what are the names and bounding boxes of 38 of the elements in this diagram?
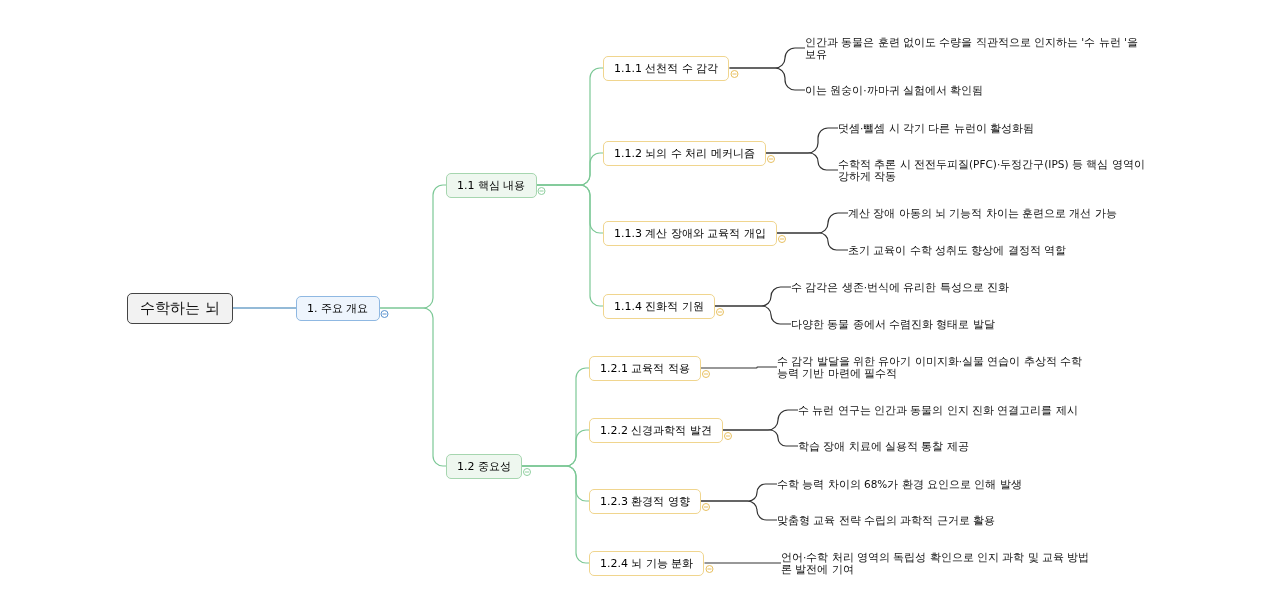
subtopic: 1.2 중요성: [446, 453, 522, 479]
note-text: 수학적 추론 시 전전두피질(PFC)·두정간구(IPS) 등 핵심 영역이 강하게 작동: [838, 157, 1158, 183]
note-text: 수 감각은 생존·번식에 유리한 특성으로 진화: [791, 280, 1121, 294]
note-text: 맞춤형 교육 전략 수립의 과학적 근거로 활용: [777, 513, 1107, 527]
connector-line: [535, 184, 604, 307]
detail-topic: 1.2.2 신경과학적 발견: [589, 417, 723, 443]
detail-topic: 1.1.4 진화적 기원: [603, 293, 715, 319]
detail-topic: 1.1.2 뇌의 수 처리 메커니즘: [603, 140, 766, 166]
connector-line: [232, 307, 297, 309]
detail-topic: 1.1.3 계산 장애와 교육적 개입: [603, 220, 777, 246]
note-text: 수 뉴런 연구는 인간과 동물의 인지 진화 연결고리를 제시: [798, 403, 1128, 417]
connector-line: [776, 232, 849, 251]
detail-topic: 1.1.1 선천적 수 감각: [603, 55, 730, 81]
detail-topic: 1.2.3 환경적 영향: [589, 488, 701, 514]
note-text: 수 감각 발달을 위한 유아기 이미지화·실물 연습이 추상적 수학 능력 기반 마련에 필수적: [777, 354, 1092, 380]
connector-line: [722, 429, 799, 447]
detail-topic: 1.2.1 교육적 적용: [589, 355, 701, 381]
detail-topic: 1.2.4 뇌 기능 분화: [589, 550, 705, 576]
connector-line: [765, 152, 839, 171]
note-text: 이는 원숭이·까마귀 실험에서 확인됨: [805, 83, 1125, 97]
connector-line: [728, 67, 806, 91]
connector-line: [521, 465, 590, 564]
connector-line: [700, 500, 778, 521]
connector-line: [703, 562, 782, 564]
note-text: 다양한 동물 종에서 수렴진화 형태로 발달: [791, 317, 1121, 331]
subtopic: 1.1 핵심 내용: [446, 172, 537, 198]
note-text: 계산 장애 아동의 뇌 기능적 차이는 훈련으로 개선 가능: [848, 206, 1138, 220]
connector-line: [378, 307, 447, 467]
note-text: 초기 교육이 수학 성취도 향상에 결정적 역할: [848, 243, 1138, 257]
note-text: 학습 장애 치료에 실용적 통찰 제공: [798, 439, 1128, 453]
connector-line: [714, 305, 792, 325]
note-text: 언어·수학 처리 영역의 독립성 확인으로 인지 과학 및 교육 방법론 발전에 기여: [781, 550, 1099, 576]
connector-line: [700, 366, 778, 369]
main-topic: 1. 주요 개요: [296, 295, 380, 321]
note-text: 덧셈·뺄셈 시 각기 다른 뉴런이 활성화됨: [838, 121, 1158, 135]
note-text: 인간과 동물은 훈련 없이도 수량을 직관적으로 인지하는 '수 뉴런 '을 보유: [805, 35, 1140, 61]
note-text: 수학 능력 차이의 68%가 환경 요인으로 인해 발생: [777, 477, 1107, 491]
central-topic: 수학하는 뇌: [127, 292, 233, 324]
